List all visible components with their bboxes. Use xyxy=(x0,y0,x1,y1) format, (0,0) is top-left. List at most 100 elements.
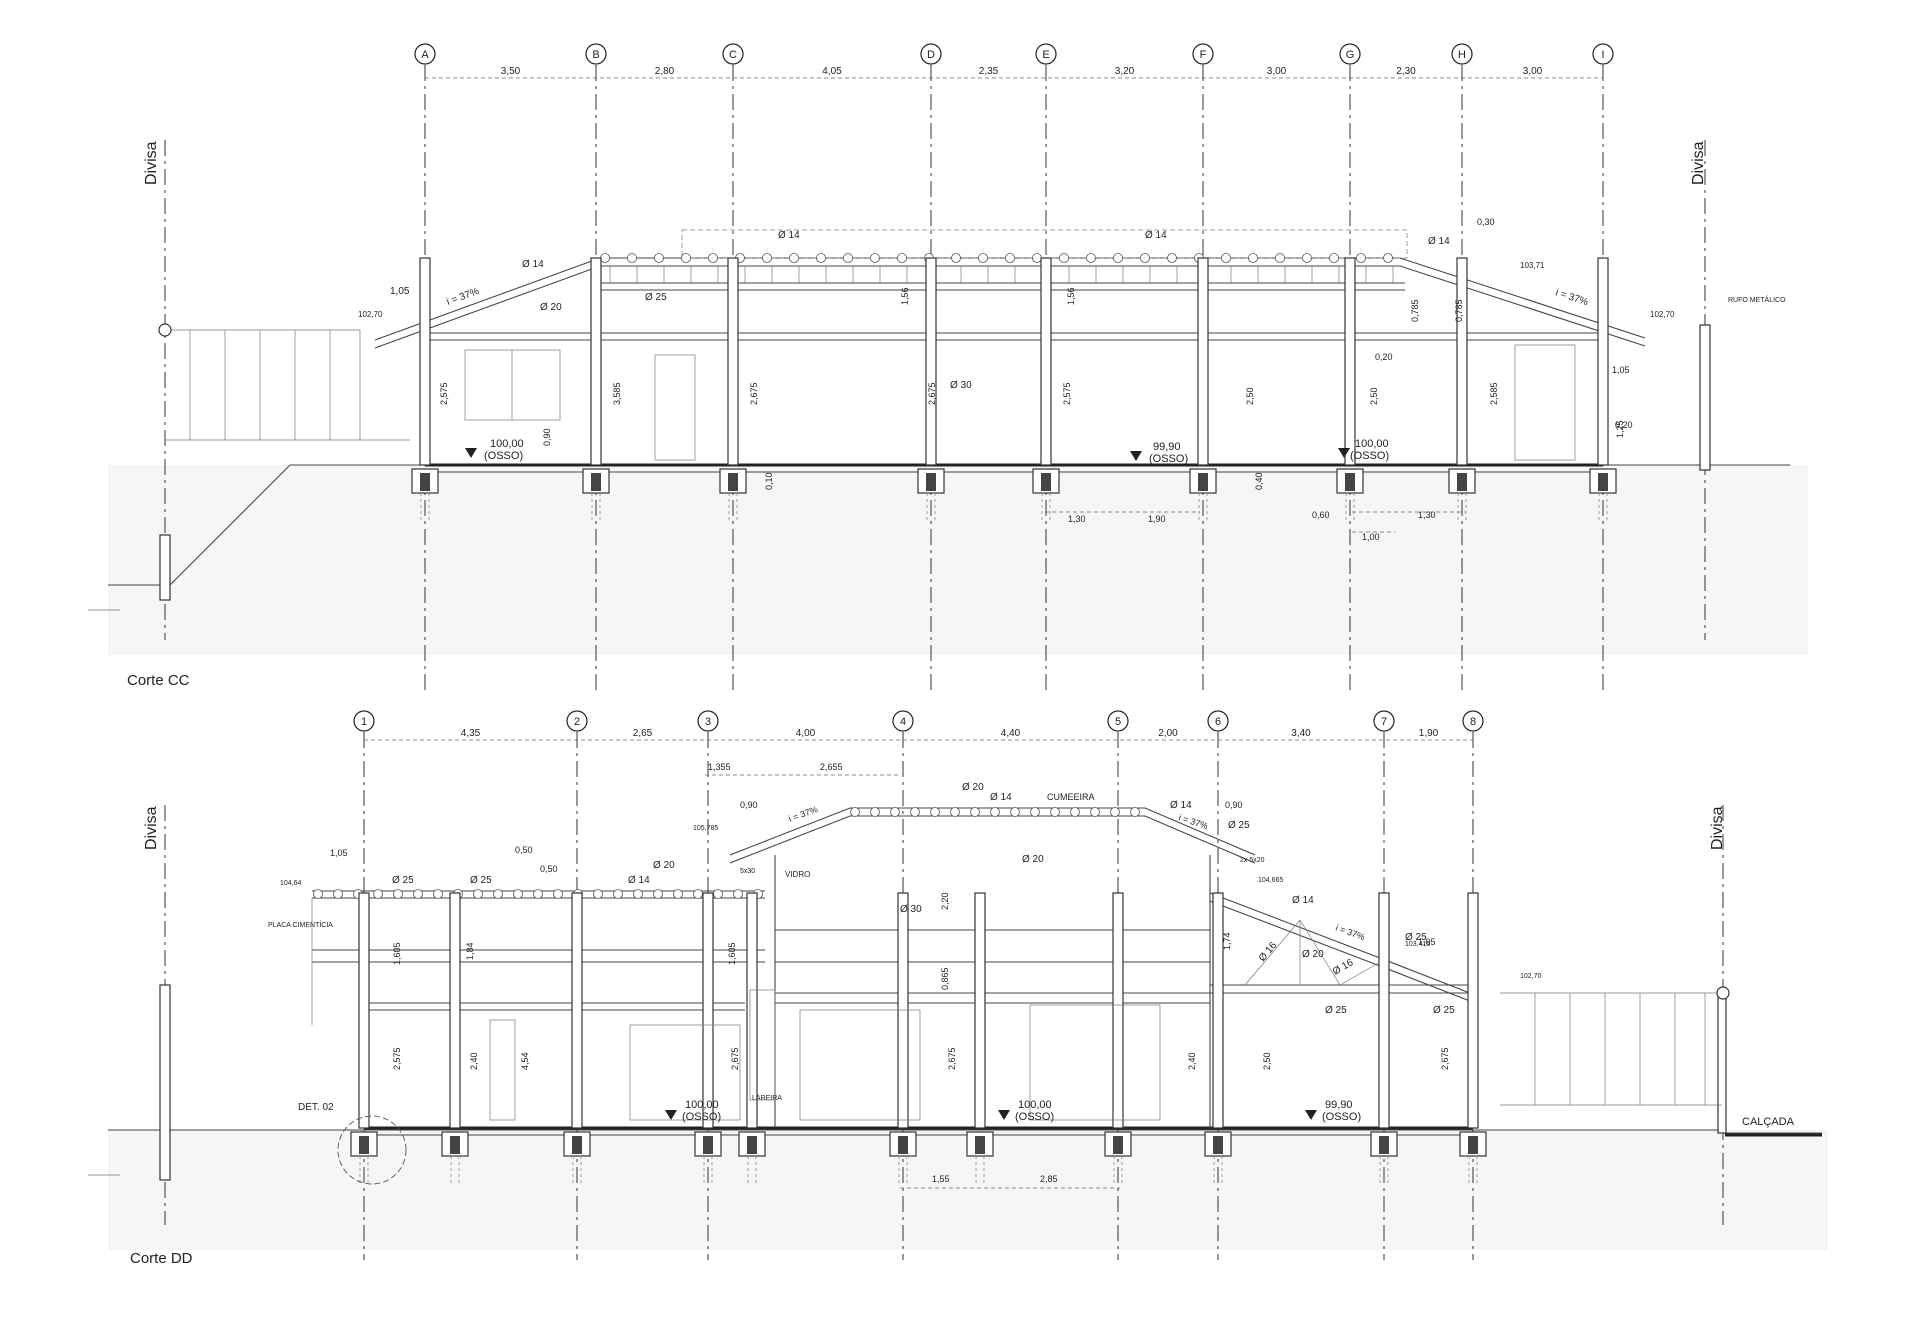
dd-footing-core-9 xyxy=(703,1136,713,1154)
svg-text:0,60: 0,60 xyxy=(1312,510,1330,520)
level-marker-dd-2: 100,00 (OSSO) xyxy=(998,1099,1054,1123)
svg-text:1,30: 1,30 xyxy=(1068,514,1086,524)
svg-text:1,84: 1,84 xyxy=(465,942,475,960)
cumeeira-label: CUMEEIRA xyxy=(1047,792,1095,802)
cc-span-dim-0: 3,50 xyxy=(501,66,521,77)
dd-height-dim-2: 4,54 xyxy=(520,1052,530,1070)
dd-axis-bubble-4 xyxy=(892,710,914,732)
dd-rafter-3 xyxy=(910,807,920,817)
dd-rafter-18 xyxy=(673,889,683,899)
cc-axis-bubble-E xyxy=(1035,43,1057,65)
ground-fill-cc xyxy=(108,465,1808,655)
svg-text:100,00: 100,00 xyxy=(490,438,524,450)
svg-text:1,05: 1,05 xyxy=(330,848,348,858)
svg-text:1,05: 1,05 xyxy=(1612,365,1630,375)
dd-rafter-14 xyxy=(593,889,603,899)
dd-span-dim-5: 3,40 xyxy=(1291,728,1311,739)
cc-rafter-25 xyxy=(1275,253,1285,263)
svg-text:Ø 25: Ø 25 xyxy=(1433,1005,1455,1016)
dd-column-0 xyxy=(358,892,370,1129)
cc-rafter-8 xyxy=(816,253,826,263)
svg-text:0,90: 0,90 xyxy=(740,800,758,810)
rufo-label: RUFO METÁLICO xyxy=(1728,295,1786,304)
svg-text:Ø 16: Ø 16 xyxy=(1257,940,1280,964)
cc-rafter-7 xyxy=(789,253,799,263)
dd-rafter-10 xyxy=(1050,807,1060,817)
dd-footing-core-4 xyxy=(1379,1136,1389,1154)
svg-text:104,665: 104,665 xyxy=(1258,877,1283,884)
cc-rafter-17 xyxy=(1059,253,1069,263)
level-marker-cc-1: 100,00 (OSSO) xyxy=(465,438,524,462)
dd-footing-core-8 xyxy=(975,1136,985,1154)
svg-text:Ø 14: Ø 14 xyxy=(1170,800,1192,811)
cc-rafter-24 xyxy=(1248,253,1258,263)
svg-text:1,605: 1,605 xyxy=(727,942,737,965)
svg-text:104,64: 104,64 xyxy=(280,880,302,887)
cc-height-dim-7: 2,585 xyxy=(1489,382,1499,405)
svg-text:Ø 25: Ø 25 xyxy=(645,292,667,303)
cc-height-dim-5: 2,50 xyxy=(1245,387,1255,405)
dd-rafter-8 xyxy=(473,889,483,899)
roof-cc xyxy=(374,229,1646,349)
svg-text:5x30: 5x30 xyxy=(740,868,755,875)
svg-text:1,56: 1,56 xyxy=(900,287,910,305)
cc-rafter-28 xyxy=(1356,253,1366,263)
cc-axis-bubble-I xyxy=(1592,43,1614,65)
cc-height-dim-0: 2,575 xyxy=(439,382,449,405)
dd-rafter-8 xyxy=(1010,807,1020,817)
dd-rafter-0 xyxy=(313,889,323,899)
dd-footing-core-10 xyxy=(1113,1136,1123,1154)
cc-column-4 xyxy=(1040,257,1052,466)
dd-axis-bubble-5 xyxy=(1107,710,1129,732)
cc-axis-bubble-B xyxy=(585,43,607,65)
svg-text:0,50: 0,50 xyxy=(515,845,533,855)
svg-text:Ø 14: Ø 14 xyxy=(990,792,1012,803)
cc-column-0 xyxy=(419,257,431,466)
divisa-wall-right-dd xyxy=(1717,992,1727,1134)
svg-text:0,785: 0,785 xyxy=(1454,299,1464,322)
svg-text:(OSSO): (OSSO) xyxy=(484,450,523,462)
dd-rafter-0 xyxy=(850,807,860,817)
detail-callout-circle xyxy=(337,1115,407,1185)
svg-text:Ø 14: Ø 14 xyxy=(1145,230,1167,241)
svg-text:(OSSO): (OSSO) xyxy=(1350,450,1389,462)
svg-text:Ø 14: Ø 14 xyxy=(522,259,544,270)
calcada-label: CALÇADA xyxy=(1742,1116,1795,1128)
svg-text:0,90: 0,90 xyxy=(542,428,552,446)
cc-span-dim-1: 2,80 xyxy=(655,66,675,77)
cc-rafter-16 xyxy=(1032,253,1042,263)
dd-column-7 xyxy=(746,892,758,1129)
cc-height-dim-1: 3,585 xyxy=(612,382,622,405)
cc-rafter-21 xyxy=(1167,253,1177,263)
svg-text:99,90: 99,90 xyxy=(1325,1099,1353,1111)
dd-column-8 xyxy=(974,892,986,1129)
svg-text:0,785: 0,785 xyxy=(1410,299,1420,322)
svg-text:Ø 20: Ø 20 xyxy=(540,302,562,313)
dd-rafter-12 xyxy=(553,889,563,899)
svg-text:1,55: 1,55 xyxy=(932,1174,950,1184)
svg-text:1,05: 1,05 xyxy=(1418,937,1436,947)
dd-height-dim-3: 2,675 xyxy=(730,1047,740,1070)
svg-text:103,415: 103,415 xyxy=(1405,941,1430,948)
cc-rafter-26 xyxy=(1302,253,1312,263)
svg-text:102,70: 102,70 xyxy=(1520,973,1542,980)
dd-axis-bubble-7 xyxy=(1373,710,1395,732)
svg-text:1,74: 1,74 xyxy=(1222,932,1232,950)
dd-rafter-11 xyxy=(1070,807,1080,817)
columns-dd xyxy=(350,892,1487,1183)
glass-door-dd-2 xyxy=(799,1009,921,1121)
fence-right-dd xyxy=(1500,992,1722,1106)
cc-axis-label-H: H xyxy=(1458,49,1466,61)
divisa-label-left-dd: Divisa xyxy=(143,806,160,850)
cc-axis-label-I: I xyxy=(1601,49,1604,61)
dd-span-dim-4: 2,00 xyxy=(1158,728,1178,739)
svg-text:1,90: 1,90 xyxy=(1148,514,1166,524)
dd-column-1 xyxy=(571,892,583,1129)
cc-span-dim-3: 2,35 xyxy=(979,66,999,77)
cc-footing-core-7 xyxy=(1457,473,1467,491)
dd-rafter-13 xyxy=(1110,807,1120,817)
dd-rafter-5 xyxy=(413,889,423,899)
cc-axis-bubble-G xyxy=(1339,43,1361,65)
